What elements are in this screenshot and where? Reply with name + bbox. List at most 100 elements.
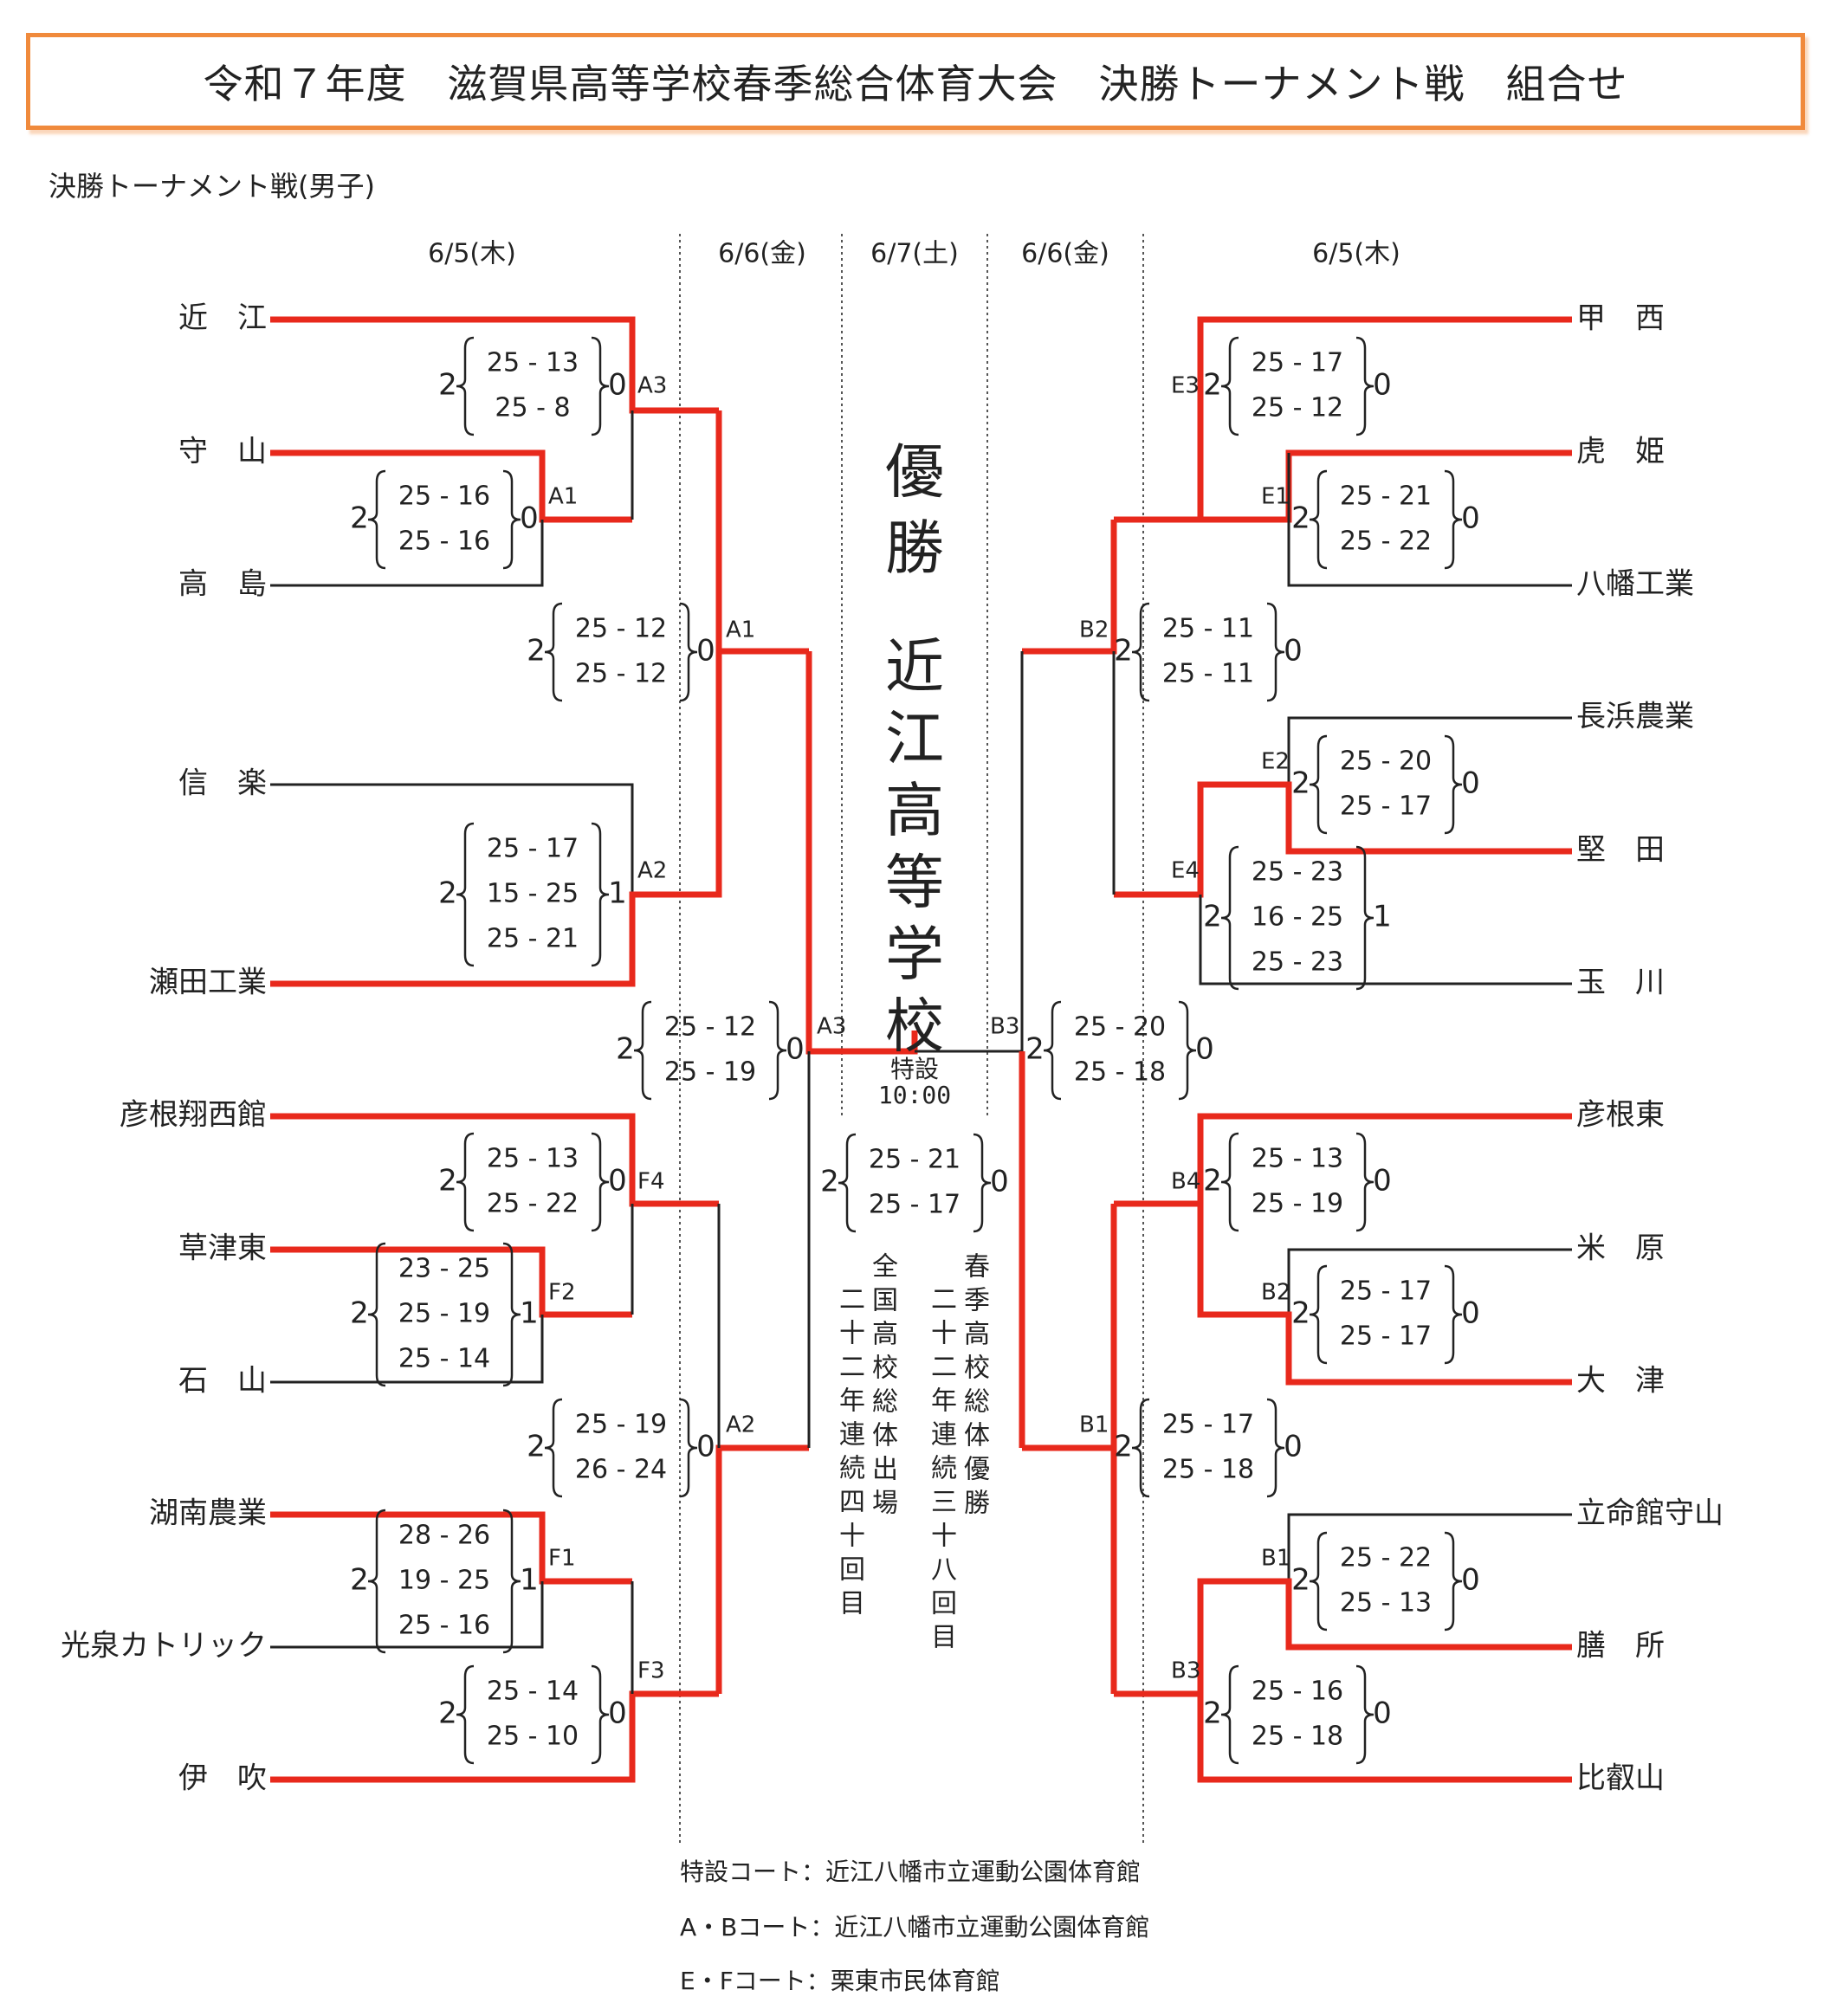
court-label: A1 (548, 484, 578, 510)
score-brace-close (973, 1133, 992, 1233)
court-label: B2 (1079, 617, 1109, 643)
set-score: 25 - 12 (1252, 393, 1343, 423)
set-score: 25 - 22 (1340, 1543, 1432, 1573)
note-left-col1: 総 (872, 1387, 898, 1418)
set-score: 25 - 16 (398, 481, 490, 512)
court-label: B2 (1261, 1280, 1290, 1306)
score-brace-open (1309, 734, 1328, 835)
court-label: F1 (548, 1546, 576, 1572)
champion-team: 近 (885, 634, 944, 702)
sets-won: 2 (616, 1032, 635, 1067)
sets-lost: 0 (696, 1430, 715, 1464)
score-brace-close (1355, 1132, 1375, 1232)
score-brace-open (1131, 602, 1150, 702)
team-name-left: 高 島 (178, 567, 267, 602)
note-right-col2: 二 (931, 1353, 957, 1383)
set-score: 25 - 13 (1340, 1588, 1432, 1619)
team-name-right: 米 原 (1576, 1231, 1665, 1266)
score-brace-open (1309, 1264, 1328, 1365)
score-brace-open (1131, 1398, 1150, 1498)
sets-won: 2 (1291, 1563, 1310, 1598)
sets-won: 2 (1203, 900, 1222, 934)
team-name-left: 守 山 (178, 435, 267, 469)
note-left-col2: 十 (839, 1319, 865, 1349)
set-score: 25 - 19 (575, 1410, 667, 1440)
team-name-left: 伊 吹 (178, 1761, 267, 1796)
team-name-right: 玉 川 (1576, 966, 1665, 1000)
sets-lost: 0 (1461, 766, 1480, 801)
sets-lost: 0 (1373, 368, 1392, 403)
champion-team: 校 (885, 993, 944, 1062)
note-right-col1: 校 (964, 1354, 990, 1384)
score-brace-open (367, 1509, 386, 1654)
score-brace-open (1220, 1132, 1239, 1232)
date-right-r2: 6/6(金) (1021, 239, 1109, 269)
set-score: 25 - 21 (1340, 481, 1432, 512)
set-score: 25 - 13 (1252, 1144, 1343, 1174)
team-name-left: 信 楽 (178, 766, 267, 801)
score-brace-open (544, 602, 563, 702)
team-name-right: 比叡山 (1576, 1761, 1665, 1796)
team-name-right: 彦根東 (1576, 1098, 1665, 1133)
score-brace-close (502, 1242, 521, 1387)
score-brace-close (1266, 602, 1285, 702)
bracket-line-left (270, 449, 632, 523)
note-right-col1: 春 (964, 1252, 990, 1283)
sets-won: 2 (1291, 1296, 1310, 1331)
bracket-line-left (270, 1511, 632, 1585)
court-label: B1 (1261, 1546, 1290, 1572)
bracket-line-left (715, 410, 809, 655)
note-right-col1: 季 (964, 1286, 990, 1316)
score-brace-open (456, 822, 475, 967)
sets-lost: 1 (520, 1563, 539, 1598)
sets-won: 2 (1203, 1696, 1222, 1731)
sets-won: 2 (1203, 1164, 1222, 1199)
court-label: B4 (1171, 1169, 1200, 1195)
set-score: 25 - 14 (487, 1677, 579, 1707)
score-brace-open (456, 1664, 475, 1765)
bracket-line-left (805, 651, 918, 1055)
set-score: 25 - 17 (1340, 1321, 1432, 1352)
court-label: B3 (1171, 1658, 1200, 1684)
team-name-left: 彦根翔西館 (120, 1098, 267, 1133)
score-brace-close (1355, 845, 1375, 991)
sets-won: 2 (1114, 1430, 1133, 1464)
set-score: 25 - 18 (1074, 1057, 1166, 1088)
bracket-line-right (1114, 1113, 1572, 1207)
sets-lost: 0 (1284, 634, 1303, 669)
note-left-col1: 校 (872, 1354, 898, 1384)
court-label: A3 (637, 373, 667, 399)
score-brace-close (1444, 734, 1463, 835)
bracket-line-left (270, 520, 544, 587)
court-label: F2 (548, 1280, 576, 1306)
set-score: 25 - 23 (1252, 947, 1343, 978)
score-brace-open (838, 1133, 857, 1233)
score-brace-close (1178, 1000, 1197, 1101)
bracket-line-left (270, 316, 719, 414)
set-score: 25 - 17 (1162, 1410, 1254, 1440)
set-score: 25 - 17 (1252, 348, 1343, 378)
set-score: 25 - 16 (398, 1611, 490, 1641)
set-score: 23 - 25 (398, 1254, 490, 1284)
note-right-col2: 八 (931, 1555, 957, 1586)
sets-won: 2 (527, 634, 546, 669)
note-right-col2: 連 (931, 1420, 957, 1451)
sets-lost: 0 (696, 634, 715, 669)
sets-lost: 0 (1373, 1164, 1392, 1199)
set-score: 25 - 12 (664, 1012, 756, 1043)
final-court: 特設 (890, 1055, 939, 1083)
date-left-r2: 6/6(金) (718, 239, 806, 269)
score-brace-close (591, 1664, 610, 1765)
set-score: 15 - 25 (487, 879, 579, 909)
note-left-col1: 全 (872, 1252, 898, 1283)
score-brace-open (456, 1132, 475, 1232)
bracket-line-right (1114, 781, 1572, 898)
score-brace-close (591, 336, 610, 436)
set-score: 25 - 17 (869, 1190, 961, 1220)
sets-won: 2 (1203, 368, 1222, 403)
court-note-ab: A・Bコート：近江八幡市立運動公園体育館 (680, 1913, 1150, 1942)
final-time: 10:00 (878, 1081, 951, 1109)
sets-lost: 0 (1373, 1696, 1392, 1731)
court-label: E4 (1171, 858, 1200, 884)
bracket-line-right (1199, 895, 1572, 985)
